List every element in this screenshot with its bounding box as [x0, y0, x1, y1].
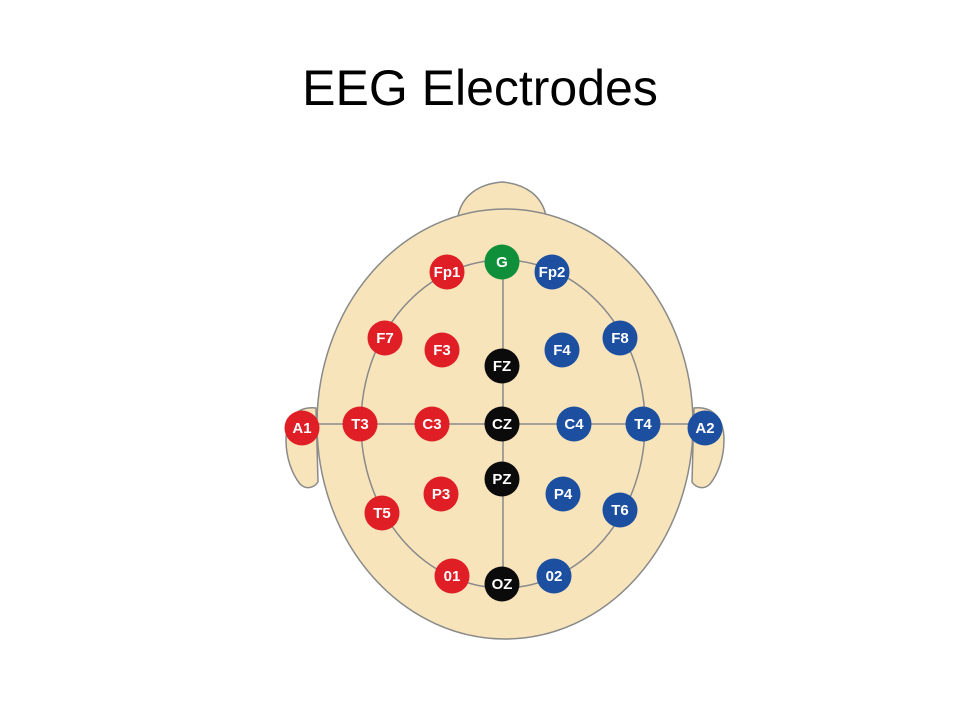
electrode-label: G — [496, 254, 508, 271]
electrode-dot — [364, 495, 400, 531]
electrode-dot — [484, 348, 520, 384]
electrode-dot — [536, 558, 572, 594]
electrode-label: F7 — [376, 330, 394, 347]
electrode-label: T6 — [611, 502, 629, 519]
electrode-dot — [342, 406, 378, 442]
electrode-dot — [423, 476, 459, 512]
electrode-dot — [602, 320, 638, 356]
electrode-p4: P4 — [545, 476, 581, 512]
electrode-label: C4 — [564, 416, 584, 433]
electrode-dot — [424, 332, 460, 368]
electrode-f3: F3 — [424, 332, 460, 368]
electrode-f8: F8 — [602, 320, 638, 356]
electrode-c4: C4 — [556, 406, 592, 442]
electrode-dot — [687, 410, 723, 446]
electrode-label: Fp1 — [434, 264, 461, 281]
electrode-g: G — [484, 244, 520, 280]
electrode-t6: T6 — [602, 492, 638, 528]
electrode-dot — [434, 558, 470, 594]
electrode-c3: C3 — [414, 406, 450, 442]
electrode-dot — [545, 476, 581, 512]
electrode-dot — [556, 406, 592, 442]
nose — [457, 181, 547, 217]
electrode-label: A2 — [695, 420, 714, 437]
electrode-dot — [544, 332, 580, 368]
electrode-label: P4 — [554, 486, 573, 503]
electrode-dot — [625, 406, 661, 442]
electrode-label: T5 — [373, 505, 391, 522]
electrode-pz: PZ — [484, 461, 520, 497]
electrode-t4: T4 — [625, 406, 661, 442]
electrode-label: F3 — [433, 342, 451, 359]
electrode-p3: P3 — [423, 476, 459, 512]
electrode-label: 02 — [546, 568, 563, 585]
electrode-dot — [429, 254, 465, 290]
electrode-label: A1 — [292, 420, 311, 437]
electrode-label: CZ — [492, 416, 512, 433]
electrode-dot — [534, 254, 570, 290]
electrode-label: PZ — [492, 471, 511, 488]
electrode-label: OZ — [492, 576, 513, 593]
electrode-t3: T3 — [342, 406, 378, 442]
electrode-dot — [484, 406, 520, 442]
electrode-oz: OZ — [484, 566, 520, 602]
electrode-dot — [602, 492, 638, 528]
electrode-a2: A2 — [687, 410, 723, 446]
electrode-o1: 01 — [434, 558, 470, 594]
electrode-f4: F4 — [544, 332, 580, 368]
electrode-fz: FZ — [484, 348, 520, 384]
electrode-label: C3 — [422, 416, 441, 433]
electrode-label: FZ — [493, 358, 511, 375]
electrode-dot — [367, 320, 403, 356]
electrode-dot — [484, 244, 520, 280]
electrode-label: F4 — [553, 342, 571, 359]
electrode-label: Fp2 — [539, 264, 566, 281]
electrode-dot — [484, 566, 520, 602]
electrode-label: 01 — [444, 568, 461, 585]
electrode-dot — [284, 410, 320, 446]
electrode-f7: F7 — [367, 320, 403, 356]
electrode-label: P3 — [432, 486, 450, 503]
electrode-label: T3 — [351, 416, 369, 433]
electrode-a1: A1 — [284, 410, 320, 446]
electrode-label: F8 — [611, 330, 629, 347]
electrode-cz: CZ — [484, 406, 520, 442]
electrode-fp1: Fp1 — [429, 254, 465, 290]
electrode-dot — [484, 461, 520, 497]
electrode-dot — [414, 406, 450, 442]
electrode-t5: T5 — [364, 495, 400, 531]
electrode-label: T4 — [634, 416, 652, 433]
electrode-o2: 02 — [536, 558, 572, 594]
electrode-fp2: Fp2 — [534, 254, 570, 290]
slide-title: EEG Electrodes — [302, 60, 658, 116]
